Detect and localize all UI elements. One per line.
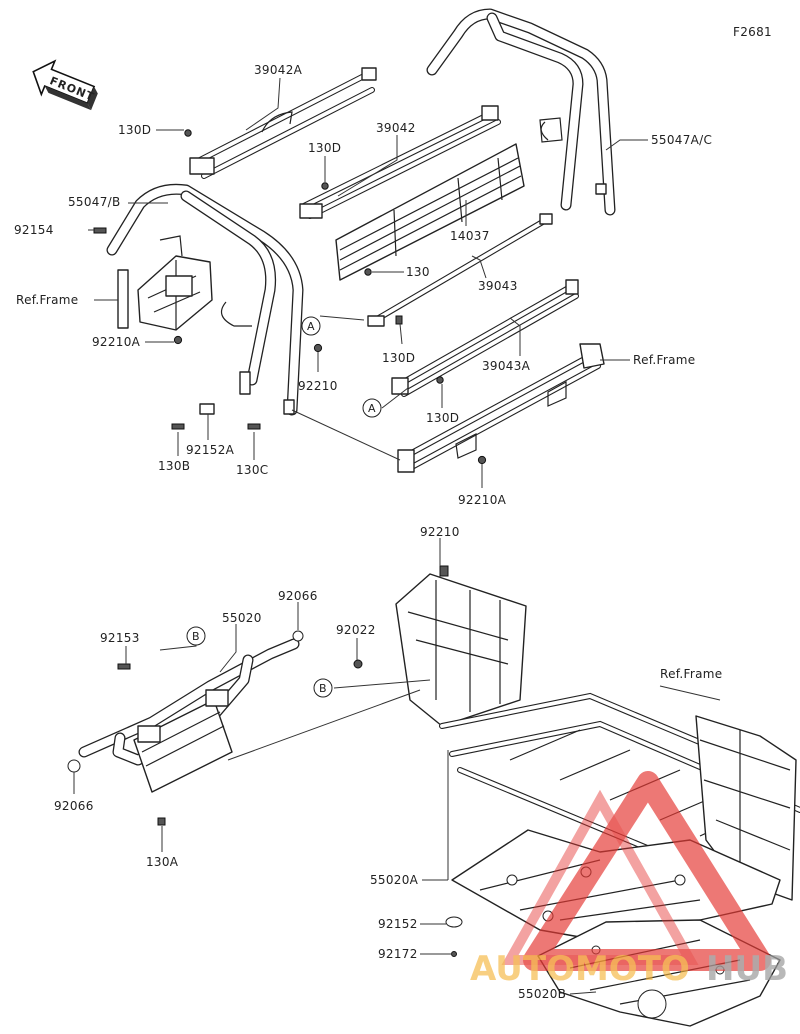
- label-55047b: 55047/B: [68, 195, 121, 209]
- rear-rops-bar: [426, 8, 616, 216]
- label-ref-frame-2: Ref.Frame: [633, 353, 695, 367]
- callout-b-lower: B: [313, 678, 333, 698]
- callout-a-lower: A: [362, 398, 382, 418]
- label-55020: 55020: [222, 611, 262, 625]
- part-39042: [299, 105, 501, 219]
- label-92066-1: 92066: [278, 589, 318, 603]
- label-ref-frame-3: Ref.Frame: [660, 667, 722, 681]
- label-92022: 92022: [336, 623, 376, 637]
- svg-text:A: A: [368, 402, 376, 415]
- label-55020b: 55020B: [518, 987, 566, 1001]
- front-arrow-icon: FRONT: [32, 59, 98, 111]
- lower-hardware: [67, 565, 463, 957]
- label-130: 130: [406, 265, 430, 279]
- watermark-text-right: HUB: [706, 949, 788, 989]
- label-ref-frame-1: Ref.Frame: [16, 293, 78, 307]
- label-130d-2: 130D: [308, 141, 341, 155]
- watermark-text-left: AUTOMOTO: [470, 949, 690, 989]
- front-rops-bar: [106, 183, 304, 416]
- label-39042a: 39042A: [254, 63, 303, 77]
- part-39042a: [189, 67, 377, 179]
- label-14037: 14037: [450, 229, 490, 243]
- label-130d-4: 130D: [426, 411, 459, 425]
- label-130d-3: 130D: [382, 351, 415, 365]
- label-92152a: 92152A: [186, 443, 235, 457]
- figure-code: F2681: [733, 25, 772, 39]
- lower-leader-lines: [73, 538, 721, 995]
- label-39043a: 39043A: [482, 359, 531, 373]
- label-39042: 39042: [376, 121, 416, 135]
- upper-hardware: [93, 129, 487, 465]
- label-130c: 130C: [236, 463, 268, 477]
- label-92154: 92154: [14, 223, 54, 237]
- label-130b: 130B: [158, 459, 190, 473]
- lower-frame-rail: [397, 343, 605, 473]
- svg-text:B: B: [319, 682, 327, 695]
- part-39043: [367, 213, 553, 327]
- label-92172: 92172: [378, 947, 418, 961]
- label-92210-2: 92210: [420, 525, 460, 539]
- callout-a-upper: A: [301, 316, 321, 336]
- label-130a: 130A: [146, 855, 179, 869]
- part-39043a: [391, 279, 579, 397]
- label-92210a-1: 92210A: [92, 335, 141, 349]
- svg-text:A: A: [307, 320, 315, 333]
- svg-text:B: B: [192, 630, 200, 643]
- front-bumper: [78, 638, 300, 793]
- label-92153: 92153: [100, 631, 140, 645]
- rear-screen-panel: [335, 143, 525, 281]
- frame-mount-bracket: [117, 235, 213, 331]
- upper-leader-lines: [88, 77, 648, 488]
- label-39043: 39043: [478, 279, 518, 293]
- label-92066-2: 92066: [54, 799, 94, 813]
- label-92152: 92152: [378, 917, 418, 931]
- label-92210: 92210: [298, 379, 338, 393]
- watermark-logo: AUTOMOTO HUB: [470, 771, 788, 989]
- label-55047ac: 55047A/C: [651, 133, 712, 147]
- part-labels: 39042A 130D 39042 130D 55047A/C 55047/B …: [14, 63, 722, 1001]
- label-130d-1: 130D: [118, 123, 151, 137]
- label-55020a: 55020A: [370, 873, 419, 887]
- skid-plate-b: [537, 919, 781, 1027]
- label-92210a-2: 92210A: [458, 493, 507, 507]
- callout-b-upper: B: [186, 626, 206, 646]
